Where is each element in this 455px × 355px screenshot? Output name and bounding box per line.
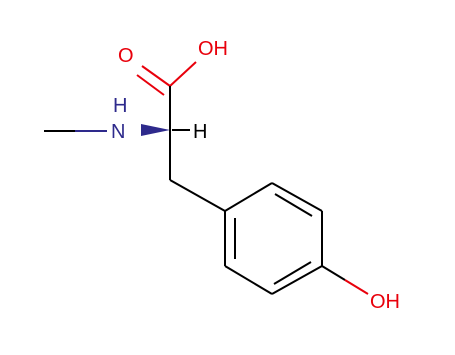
bond-ring-oh-black — [321, 265, 346, 281]
ring-bond-1 — [224, 182, 273, 212]
atom-label-phenol-oh: OH — [370, 291, 400, 313]
ring-double-1 — [274, 193, 313, 217]
bond-c-oh — [169, 61, 197, 87]
ring-bond-4 — [271, 265, 323, 295]
bond-ch2-ring — [169, 179, 226, 212]
atom-label-acid-oh: OH — [198, 38, 228, 60]
wedge-bond-n — [141, 124, 170, 136]
atom-label-alpha-h: H — [193, 121, 207, 143]
bond-c-carbonyl-o — [141, 65, 171, 87]
atom-label-carbonyl-oxygen: O — [118, 45, 134, 67]
bond-c-carbonyl-o-double — [136, 74, 165, 96]
atom-label-amine-h: H — [113, 95, 127, 117]
ring-bond-5 — [224, 265, 273, 295]
atom-label-amine-n: N — [111, 121, 125, 143]
bond-ring-oh-red — [344, 279, 369, 295]
ring-bond-2 — [271, 182, 323, 212]
ring-double-2 — [273, 261, 312, 285]
